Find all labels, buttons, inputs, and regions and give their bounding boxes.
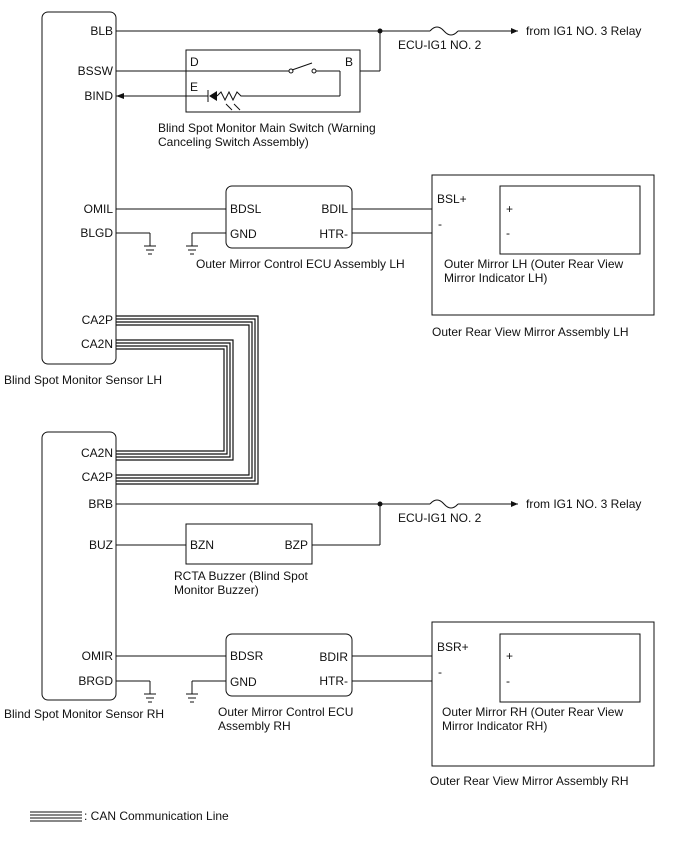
fuse-label-top: ECU-IG1 NO. 2 [398, 38, 482, 52]
buzzer-pin-bzp: BZP [285, 538, 308, 552]
ecu-rh-pin-bdir: BDIR [319, 650, 348, 664]
mirror-lh-label-line1: Outer Mirror LH (Outer Rear View [444, 257, 623, 271]
mirror-rh-pin-bsr: BSR+ [437, 640, 469, 654]
legend-label: : CAN Communication Line [84, 809, 229, 823]
mirror-rh-plus: + [506, 649, 513, 663]
ecu-lh-box [225, 185, 353, 249]
blb-power-wire [116, 28, 518, 72]
sensor-lh-pin-ca2p: CA2P [82, 313, 113, 327]
ecu-lh-pin-gnd: GND [230, 227, 257, 241]
can-communication-line [116, 315, 259, 485]
buzzer-label-line2: Monitor Buzzer) [174, 583, 259, 597]
relay-label-top: from IG1 NO. 3 Relay [526, 24, 641, 38]
main-switch-label-line1: Blind Spot Monitor Main Switch (Warning [158, 121, 376, 135]
brb-power-wire [116, 501, 518, 546]
sensor-lh-box [41, 11, 117, 365]
relay-label-bottom: from IG1 NO. 3 Relay [526, 497, 641, 511]
buzzer-box [185, 523, 313, 565]
sensor-rh-pin-ca2p: CA2P [82, 470, 113, 484]
fuse-symbol-top [429, 26, 459, 36]
sensor-rh-pin-omir: OMIR [82, 649, 114, 663]
sensor-lh-pin-blb: BLB [90, 24, 113, 38]
ecu-lh-pin-bdil: BDIL [321, 202, 348, 216]
sensor-lh-pin-omil: OMIL [84, 202, 114, 216]
ecu-lh-pin-htr: HTR- [319, 227, 348, 241]
ecu-rh-label-line1: Outer Mirror Control ECU [218, 705, 353, 719]
ecu-rh-label-line2: Assembly RH [218, 719, 291, 733]
ecu-lh-pin-bdsl: BDSL [230, 202, 262, 216]
ground-icon [186, 680, 226, 703]
mirror-rh-label-line1: Outer Mirror RH (Outer Rear View [442, 705, 623, 719]
sensor-rh-pin-ca2n: CA2N [81, 446, 113, 460]
sensor-lh-pin-bssw: BSSW [78, 64, 114, 78]
main-switch-box [185, 49, 361, 113]
sensor-lh-pin-ca2n: CA2N [81, 337, 113, 351]
mirror-indicator-lh-box [499, 185, 641, 255]
main-switch-pin-b: B [345, 55, 353, 69]
legend-can-line-icon [30, 811, 82, 822]
ground-icon [186, 232, 226, 255]
sensor-rh-pin-brgd: BRGD [78, 674, 113, 688]
fuse-symbol-bottom [429, 499, 459, 509]
mirror-lh-label-line2: Mirror Indicator LH) [444, 271, 547, 285]
indicator-led-icon [207, 90, 250, 111]
mirror-lh-plus: + [506, 202, 513, 216]
mirror-assembly-rh-label: Outer Rear View Mirror Assembly RH [430, 774, 629, 788]
sensor-lh-label: Blind Spot Monitor Sensor LH [4, 373, 162, 387]
ecu-lh-label: Outer Mirror Control ECU Assembly LH [196, 257, 405, 271]
mirror-assembly-lh-label: Outer Rear View Mirror Assembly LH [432, 325, 629, 339]
sensor-rh-box [41, 431, 117, 701]
sensor-rh-pin-buz: BUZ [89, 538, 113, 552]
ecu-rh-pin-bdsr: BDSR [230, 649, 264, 663]
mirror-lh-pin-neg: - [438, 217, 442, 231]
mirror-rh-label-line2: Mirror Indicator RH) [442, 719, 547, 733]
mirror-rh-minus: - [506, 674, 510, 688]
mirror-rh-pin-neg: - [438, 665, 442, 679]
main-switch-pin-d: D [190, 55, 199, 69]
fuse-label-bottom: ECU-IG1 NO. 2 [398, 511, 482, 525]
bind-arrow-icon [116, 93, 124, 99]
sensor-lh-pin-blgd: BLGD [80, 226, 113, 240]
ground-icon [116, 680, 156, 703]
ground-icon [116, 232, 156, 255]
switch-contact-icon [288, 62, 317, 74]
main-switch-pin-e: E [190, 80, 198, 94]
sensor-rh-pin-brb: BRB [88, 497, 113, 511]
mirror-indicator-rh-box [499, 633, 641, 703]
sensor-lh-pin-bind: BIND [84, 89, 113, 103]
sensor-rh-label: Blind Spot Monitor Sensor RH [4, 707, 164, 721]
mirror-lh-pin-bsl: BSL+ [437, 192, 467, 206]
buzzer-pin-bzn: BZN [190, 538, 214, 552]
buzzer-label-line1: RCTA Buzzer (Blind Spot [174, 569, 308, 583]
ecu-rh-pin-htr: HTR- [319, 674, 348, 688]
ecu-rh-box [225, 633, 353, 697]
main-switch-label-line2: Canceling Switch Assembly) [158, 135, 309, 149]
ecu-rh-pin-gnd: GND [230, 675, 257, 689]
mirror-lh-minus: - [506, 226, 510, 240]
